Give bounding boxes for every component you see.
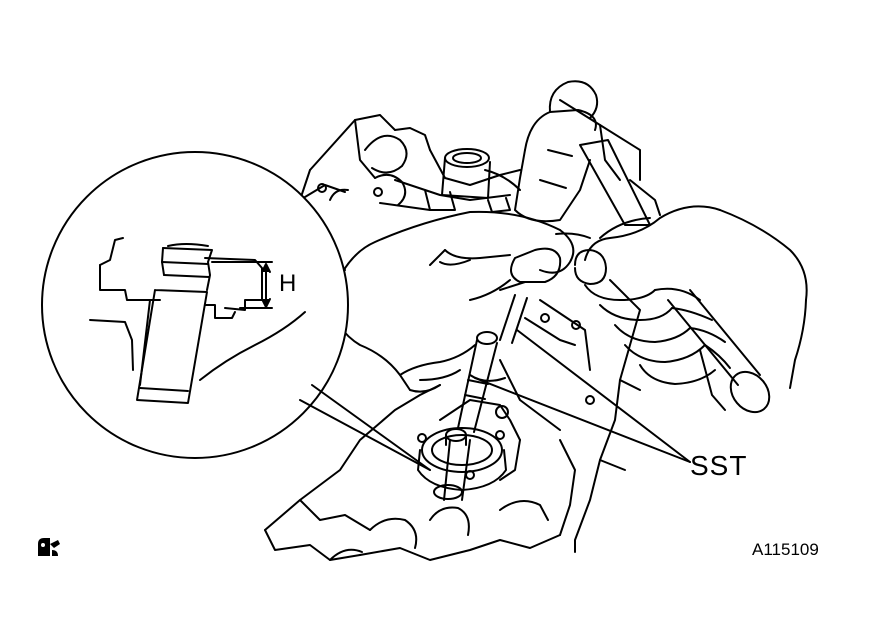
- detail-callout: [41, 151, 431, 471]
- valve-guide-bushing: [441, 148, 521, 199]
- left-hand: [329, 210, 591, 393]
- apply-grease-icon: [38, 538, 60, 556]
- sst-driver: [443, 294, 528, 501]
- engine-block: [264, 99, 661, 561]
- figure-id: A115109: [752, 540, 819, 559]
- sst-label: SST: [690, 450, 748, 481]
- sst-leader-lines: [474, 329, 691, 463]
- height-dimension-label: H: [279, 270, 297, 297]
- guide-bore: [417, 427, 507, 500]
- right-hand: [574, 205, 808, 389]
